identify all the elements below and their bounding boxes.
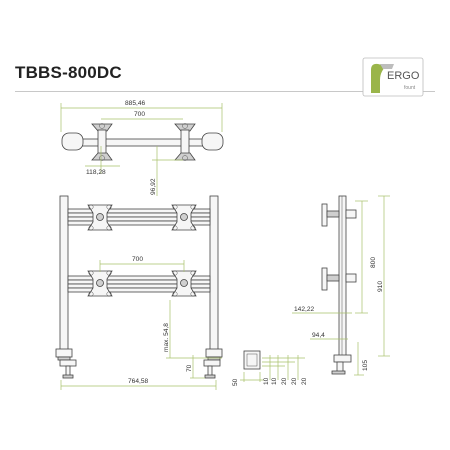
side-pole xyxy=(338,195,347,357)
dim-depth: 96,92 xyxy=(150,178,157,195)
clamp-detail-body xyxy=(243,350,261,370)
dim-front-bracket-spacing: 700 xyxy=(132,256,143,263)
vesa-bracket-lower-right xyxy=(171,270,197,297)
dim-side-height-total: 910 xyxy=(377,281,384,292)
dim-side-base: 105 xyxy=(362,360,369,371)
dim-base-width: 764,58 xyxy=(128,378,149,385)
dim-clamp-4: 20 xyxy=(281,377,288,385)
dim-clamp-1: 50 xyxy=(232,378,239,386)
front-view: 700 max. 54,8 70 xyxy=(55,195,223,390)
dim-bracket-offset: max. 54,8 xyxy=(163,323,170,352)
vesa-bracket-upper-left xyxy=(87,204,113,231)
vesa-bracket-lower-left xyxy=(87,270,113,297)
dim-side-height-upper: 800 xyxy=(370,257,377,268)
dim-clamp-2: 10 xyxy=(263,377,270,385)
dim-clamp-6: 20 xyxy=(301,377,308,385)
pole-right xyxy=(209,195,219,351)
dim-side-offset-b: 94,4 xyxy=(312,332,325,339)
ergofount-logo: ERGO fount xyxy=(362,57,424,97)
side-mount-upper xyxy=(321,203,357,227)
vesa-bracket-upper-right xyxy=(171,204,197,231)
upper-bar-4 xyxy=(67,220,211,226)
side-clamp xyxy=(331,354,352,375)
dim-overall-width: 885,46 xyxy=(125,100,146,107)
lower-bar-4 xyxy=(67,287,211,293)
top-bracket-right xyxy=(174,123,196,161)
logo-sub: fount xyxy=(404,85,416,91)
top-view: 885,46 700 xyxy=(60,100,224,196)
product-title: TBBS-800DC xyxy=(15,63,122,82)
logo-mark xyxy=(371,63,386,93)
dim-clamp-3: 10 xyxy=(271,377,278,385)
clamp-detail: 50 10 10 20 20 20 xyxy=(232,350,308,386)
title-divider xyxy=(15,91,435,92)
dim-base-depth: 118,28 xyxy=(86,169,106,176)
clamp-left xyxy=(55,348,77,379)
top-base-left xyxy=(61,132,84,151)
side-view: 800 910 142,22 94,4 105 xyxy=(292,195,390,376)
dim-clamp-5: 20 xyxy=(291,377,298,385)
dim-base-height: 70 xyxy=(186,364,193,372)
logo-word: ERGO xyxy=(387,70,420,82)
clamp-right xyxy=(203,348,223,379)
logo-accent xyxy=(380,64,394,69)
top-base-right xyxy=(201,132,224,151)
dim-side-offset-a: 142,22 xyxy=(294,306,315,313)
top-bracket-left xyxy=(91,123,113,161)
pole-left xyxy=(59,195,69,351)
dim-top-bracket-spacing: 700 xyxy=(134,111,145,118)
side-mount-lower xyxy=(321,267,357,291)
